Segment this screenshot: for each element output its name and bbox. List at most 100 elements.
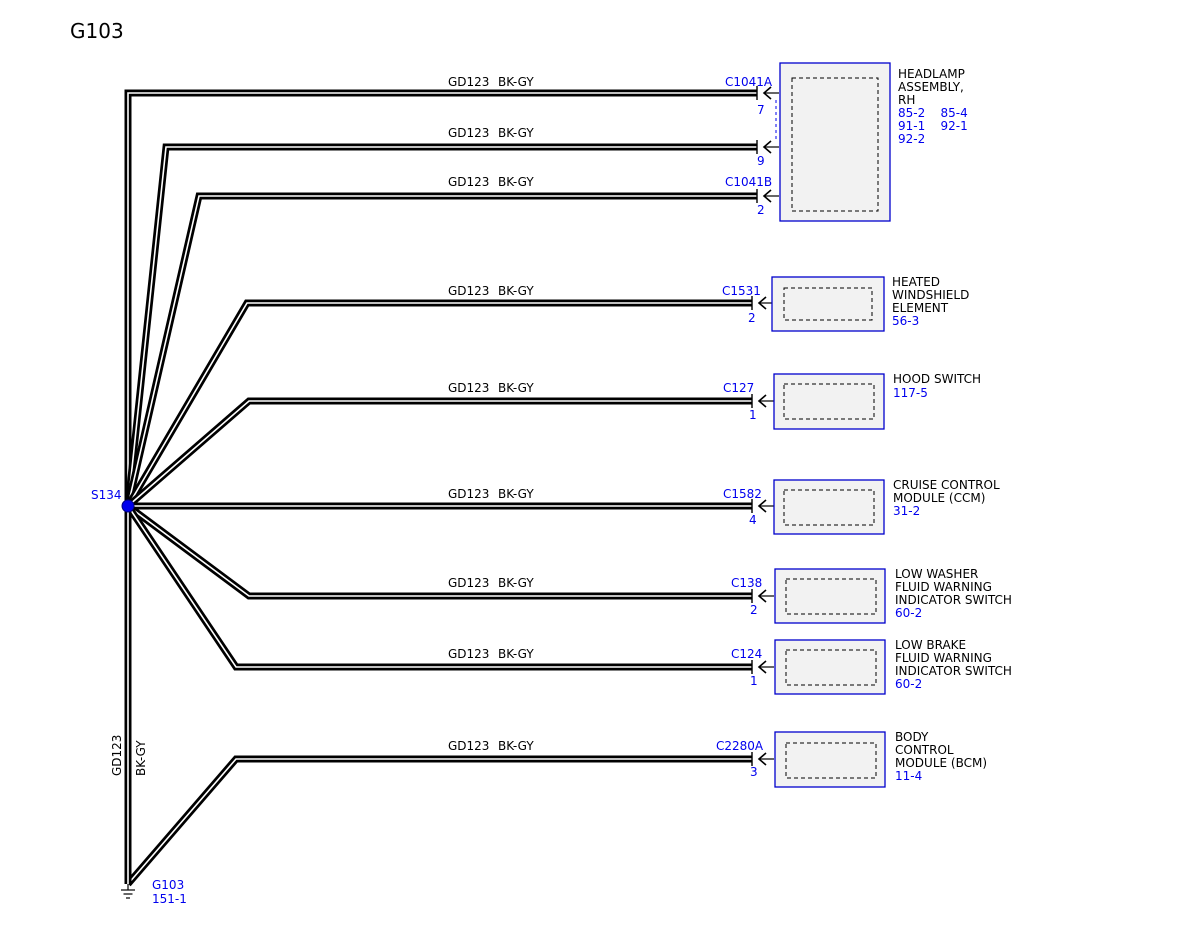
wire-outline (124, 143, 757, 507)
wire-circuit-label: GD123 (448, 647, 489, 661)
component-name-line: CRUISE CONTROL (893, 478, 1000, 492)
wire-circuit-label: GD123 (448, 126, 489, 140)
wire-color-label: BK-GY (498, 647, 534, 661)
component-name-line: LOW BRAKE (895, 638, 966, 652)
wire-color-label: BK-GY (498, 381, 534, 395)
wire-circuit-label: GD123 (448, 175, 489, 189)
wire-outline (125, 503, 752, 600)
pin-label: 1 (749, 408, 757, 422)
pin-label: 2 (750, 603, 758, 617)
component-box (774, 568, 886, 624)
component-box (774, 731, 886, 788)
wire-circuit-label: GD123 (448, 75, 489, 89)
wire-core (127, 302, 752, 507)
wire-color-label: BK-GY (498, 739, 534, 753)
connector-label: C1531 (722, 284, 761, 298)
wire-color-label: BK-GY (498, 75, 534, 89)
pin-label: 4 (749, 513, 757, 527)
label-layer: GD123 BK-GY C1041A 7 GD123 BK-GY 9 GD123… (91, 75, 773, 906)
wire-circuit-label: GD123 (448, 487, 489, 501)
component-ref-line: 60-2 (895, 606, 922, 620)
wire-core (127, 505, 752, 597)
component-ref-line: 60-2 (895, 677, 922, 691)
component-name-line: INDICATOR SWITCH (895, 664, 1012, 678)
component-ref-line: 56-3 (892, 314, 919, 328)
component-ref-line: 11-4 (895, 769, 922, 783)
wire-core (127, 146, 757, 507)
component-name-line: BODY (895, 730, 929, 744)
component-ref-line: 31-2 (893, 504, 920, 518)
connector-label: C1582 (723, 487, 762, 501)
top-layer (121, 499, 135, 899)
ground-icon (121, 884, 135, 899)
wire-outline (125, 397, 752, 509)
connector-label: C1041A (725, 75, 773, 89)
component-name-line: MODULE (BCM) (895, 756, 987, 770)
component-name-line: ELEMENT (892, 301, 949, 315)
component-name-line: HEATED (892, 275, 940, 289)
wire-circuit-label: GD123 (448, 284, 489, 298)
wire-color-label: BK-GY (498, 284, 534, 298)
vertical-wire-color-label: BK-GY (134, 740, 148, 776)
pin-label: 2 (757, 203, 765, 217)
component-layer (771, 62, 891, 788)
pin-label: 1 (750, 674, 758, 688)
connector-label: C138 (731, 576, 762, 590)
component-box (774, 639, 886, 695)
wire-core (127, 505, 752, 668)
component-ref-line: 117-5 (893, 386, 928, 400)
connector-label: C127 (723, 381, 754, 395)
component-name-line: FLUID WARNING (895, 580, 992, 594)
wire-circuit-label: GD123 (448, 739, 489, 753)
wire-color-label: BK-GY (498, 487, 534, 501)
pin-label: 7 (757, 103, 765, 117)
component-inner-outline (785, 742, 877, 779)
wire-core (127, 400, 752, 507)
wire-core (127, 195, 757, 507)
wire-bundle (124, 86, 779, 887)
component-name-line: FLUID WARNING (895, 651, 992, 665)
component-inner-outline (783, 383, 875, 420)
wire-circuit-label: GD123 (448, 381, 489, 395)
component-inner-outline (783, 287, 873, 321)
pin-label: 3 (750, 765, 758, 779)
connector-label: C2280A (716, 739, 764, 753)
ground-label: G103 (152, 878, 184, 892)
component-ref-line: 92-2 (898, 132, 925, 146)
vertical-wire-circuit-label: GD123 (110, 735, 124, 776)
component-name-line: CONTROL (895, 743, 954, 757)
component-inner-outline (791, 77, 879, 212)
component-name-line: HOOD SWITCH (893, 372, 981, 386)
wire-outline (125, 755, 752, 887)
splice-label: S134 (91, 488, 122, 502)
component-name-line: RH (898, 93, 915, 107)
component-box (773, 479, 885, 535)
pin-label: 9 (757, 154, 765, 168)
component-ref-line: 85-2 85-4 (898, 106, 968, 120)
wire-outline (125, 504, 752, 671)
component-inner-outline (785, 578, 877, 615)
component-name-line: ASSEMBLY, (898, 80, 964, 94)
wire-core (127, 92, 757, 506)
connector-label: C124 (731, 647, 762, 661)
component-box (779, 62, 891, 222)
page-title: G103 (70, 19, 124, 43)
ground-ref-label: 151-1 (152, 892, 187, 906)
component-name-line: MODULE (CCM) (893, 491, 985, 505)
component-name-line: INDICATOR SWITCH (895, 593, 1012, 607)
component-name-line: LOW WASHER (895, 567, 978, 581)
splice-dot (121, 499, 135, 513)
wire-color-label: BK-GY (498, 175, 534, 189)
wire-circuit-label: GD123 (448, 576, 489, 590)
connector-label: C1041B (725, 175, 772, 189)
component-box (773, 373, 885, 430)
component-ref-line: 91-1 92-1 (898, 119, 968, 133)
pin-label: 2 (748, 311, 756, 325)
component-text-layer: HEADLAMP ASSEMBLY, RH 85-2 85-4 91-1 92-… (892, 67, 1012, 783)
wire-core (127, 758, 752, 885)
component-name-line: HEADLAMP (898, 67, 965, 81)
component-inner-outline (783, 489, 875, 526)
component-inner-outline (785, 649, 877, 686)
wire-color-label: BK-GY (498, 576, 534, 590)
